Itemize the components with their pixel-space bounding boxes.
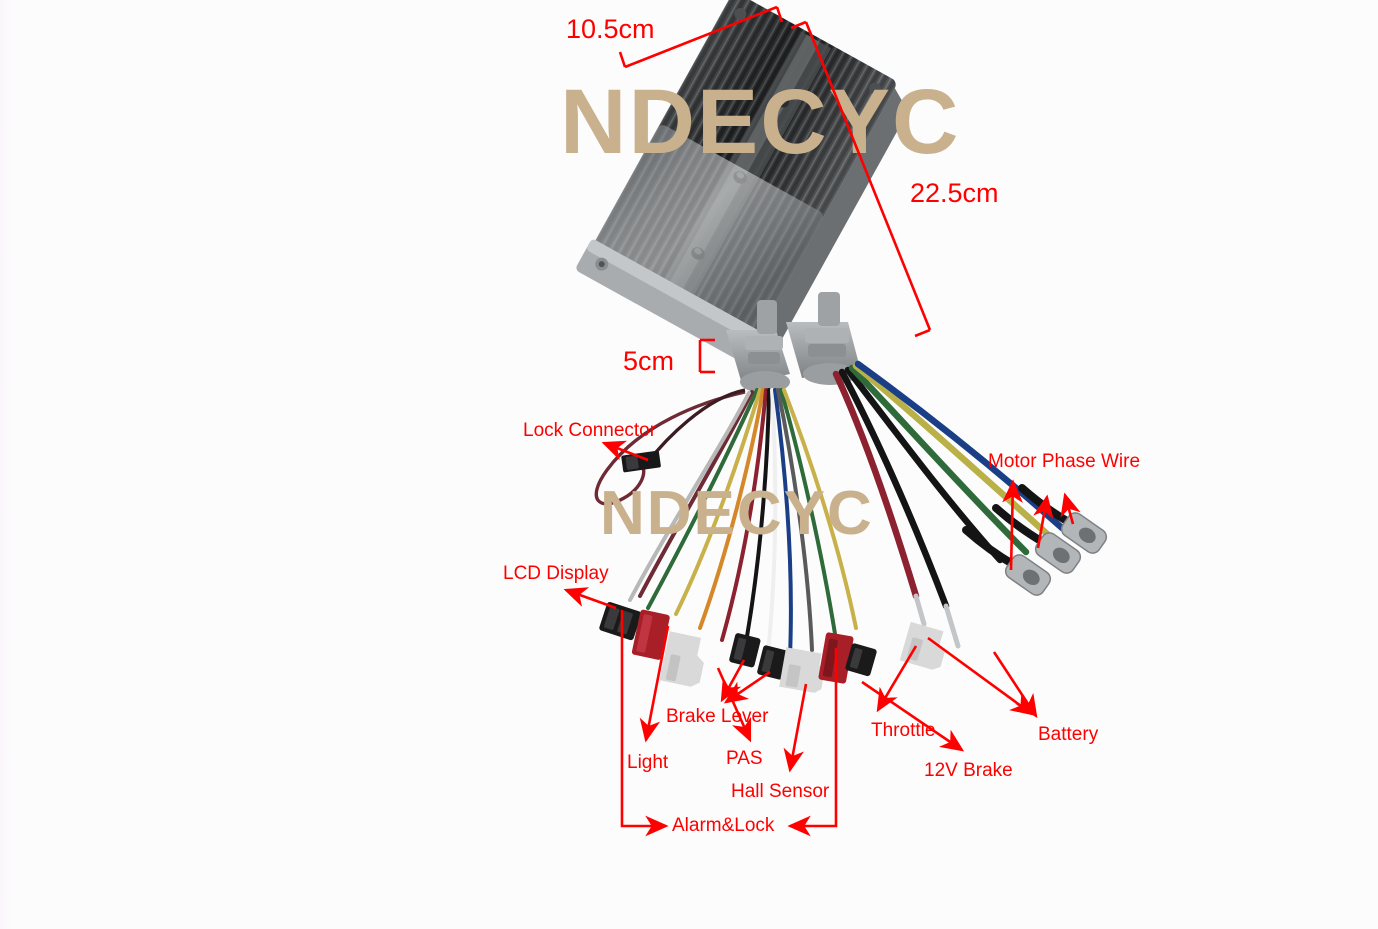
arrow-pas [716,667,752,743]
callout-pas: PAS [726,748,763,769]
callout-light: Light [627,752,669,773]
arrow-battery-1 [927,636,1035,716]
bracket-alarm-lock [620,610,838,837]
arrow-brake-lever-2 [723,670,771,704]
arrow-brake-lever-1 [720,659,746,703]
arrow-motor-phase-2 [1033,494,1054,549]
arrow-lcd-display [563,587,617,610]
arrow-motor-phase-1 [1002,479,1023,571]
dimension-label-depth: 5cm [623,346,675,376]
arrow-12v-brake [861,680,965,752]
arrow-hall-sensor [783,683,808,773]
arrow-throttle [876,645,918,713]
dimension-label-length: 22.5cm [910,178,999,208]
dimension-line-length [790,20,932,338]
callout-lcd-display: LCD Display [503,563,609,584]
callout-throttle: Throttle [871,720,936,741]
callout-lock-connector: Lock Connector [523,420,657,441]
callout-motor-phase-wire: Motor Phase Wire [988,451,1141,472]
arrow-battery-2 [992,651,1038,719]
callout-brake-lever: Brake Lever [666,706,769,727]
watermark-top: NDECYC [560,71,961,173]
arrow-lock-connector [601,440,649,462]
dimension-line-width [618,5,784,69]
callout-battery: Battery [1038,724,1099,745]
watermark-bottom: NDECYC [600,479,874,548]
arrow-light [639,625,670,743]
callout-alarm-lock: Alarm&Lock [672,815,775,836]
dimension-label-width: 10.5cm [566,14,655,44]
callout-12v-brake: 12V Brake [924,760,1013,781]
dimension-line-depth [698,338,715,374]
callout-hall-sensor: Hall Sensor [731,781,830,802]
arrow-motor-phase-3 [1060,492,1081,525]
